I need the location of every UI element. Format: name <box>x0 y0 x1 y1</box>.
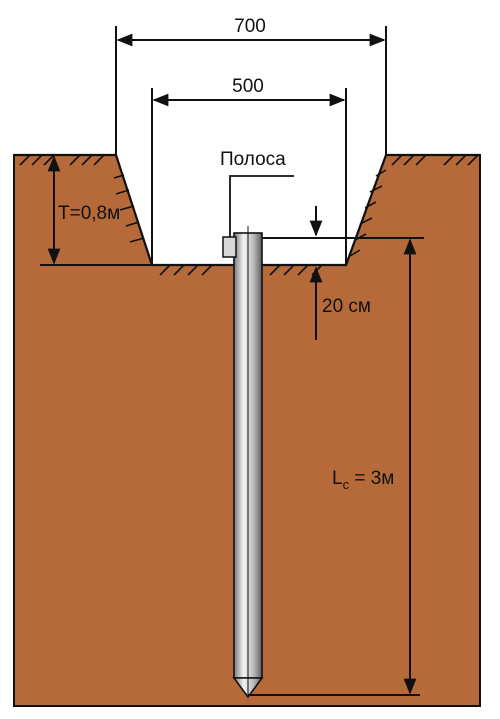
strip-stub <box>222 236 237 258</box>
surface-hatch-right <box>391 154 479 166</box>
strip-label: Полоса <box>220 149 286 170</box>
depth-label: T=0,8м <box>58 203 120 224</box>
strip-leader <box>229 175 294 240</box>
rod-length-subscript: с <box>343 477 350 492</box>
rod-length-suffix: = 3м <box>349 468 394 489</box>
slope-hatch-left <box>113 174 145 243</box>
bottom-width-label: 500 <box>232 76 264 97</box>
rod-length-prefix: L <box>332 468 343 489</box>
offset-label: 20 см <box>322 296 371 317</box>
top-width-label: 700 <box>234 16 266 37</box>
rod-length-label: Lс = 3м <box>332 468 394 492</box>
